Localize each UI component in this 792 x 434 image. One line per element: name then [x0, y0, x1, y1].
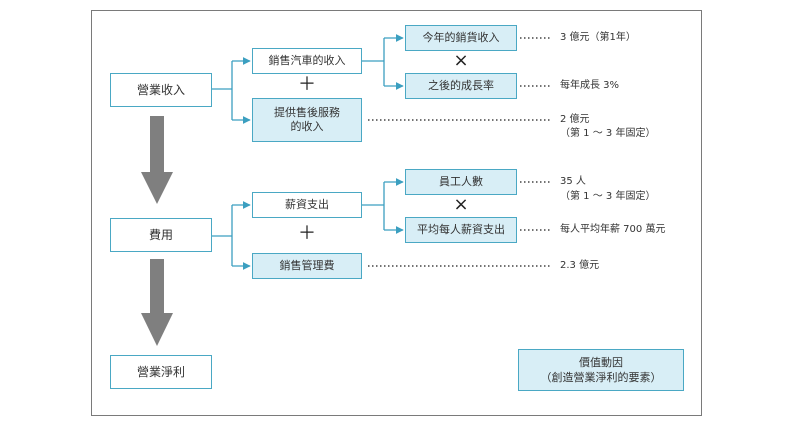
node-car-sales-revenue-label: 銷售汽車的收入 [268, 54, 346, 67]
costs-plus-operator: ＋ [298, 223, 316, 244]
node-avg-salary: 平均每人薪資支出 [405, 217, 517, 243]
value-employee-line1: 35 人 [560, 176, 586, 187]
node-aftersales-revenue: 提供售後服務 的收入 [252, 98, 362, 142]
node-this-year-sales: 今年的銷貨收入 [405, 25, 517, 51]
diagram-frame [91, 10, 702, 416]
costs-times-operator: × [453, 194, 469, 215]
node-sga-expense: 銷售管理費 [252, 253, 362, 279]
value-aftersales-line2: （第 1 ～ 3 年固定） [560, 128, 656, 139]
node-aftersales-revenue-line1: 提供售後服務 [274, 106, 340, 119]
node-growth-rate: 之後的成長率 [405, 73, 517, 99]
node-costs: 費用 [110, 218, 212, 252]
node-car-sales-revenue: 銷售汽車的收入 [252, 48, 362, 74]
node-avg-salary-label: 平均每人薪資支出 [417, 223, 505, 236]
node-costs-label: 費用 [148, 228, 173, 242]
value-avg-salary: 每人平均年薪 700 萬元 [560, 224, 666, 235]
node-profit-label: 營業淨利 [136, 365, 185, 379]
revenue-plus-operator: ＋ [298, 74, 316, 95]
node-employee-count: 員工人數 [405, 169, 517, 195]
legend-value-drivers: 價值動因 （創造營業淨利的要素） [518, 349, 684, 391]
node-aftersales-revenue-line2: 的收入 [290, 120, 324, 133]
value-sga: 2.3 億元 [560, 260, 600, 271]
value-aftersales-line1: 2 億元 [560, 114, 590, 125]
value-employee-line2: （第 1 ～ 3 年固定） [560, 191, 656, 202]
revenue-times-operator: × [453, 50, 469, 71]
node-salary-expense-label: 薪資支出 [285, 198, 329, 211]
node-profit: 營業淨利 [110, 355, 212, 389]
node-this-year-sales-label: 今年的銷貨收入 [422, 31, 500, 44]
node-revenue-label: 營業收入 [136, 83, 185, 97]
node-sga-expense-label: 銷售管理費 [279, 259, 335, 272]
legend-subtitle: （創造營業淨利的要素） [540, 371, 662, 384]
node-revenue: 營業收入 [110, 73, 212, 107]
value-this-year-sales: 3 億元（第1年） [560, 32, 636, 43]
legend-title: 價值動因 [579, 356, 623, 369]
node-salary-expense: 薪資支出 [252, 192, 362, 218]
node-employee-count-label: 員工人數 [439, 175, 483, 188]
node-growth-rate-label: 之後的成長率 [428, 79, 494, 92]
value-growth-rate: 每年成長 3% [560, 80, 620, 91]
